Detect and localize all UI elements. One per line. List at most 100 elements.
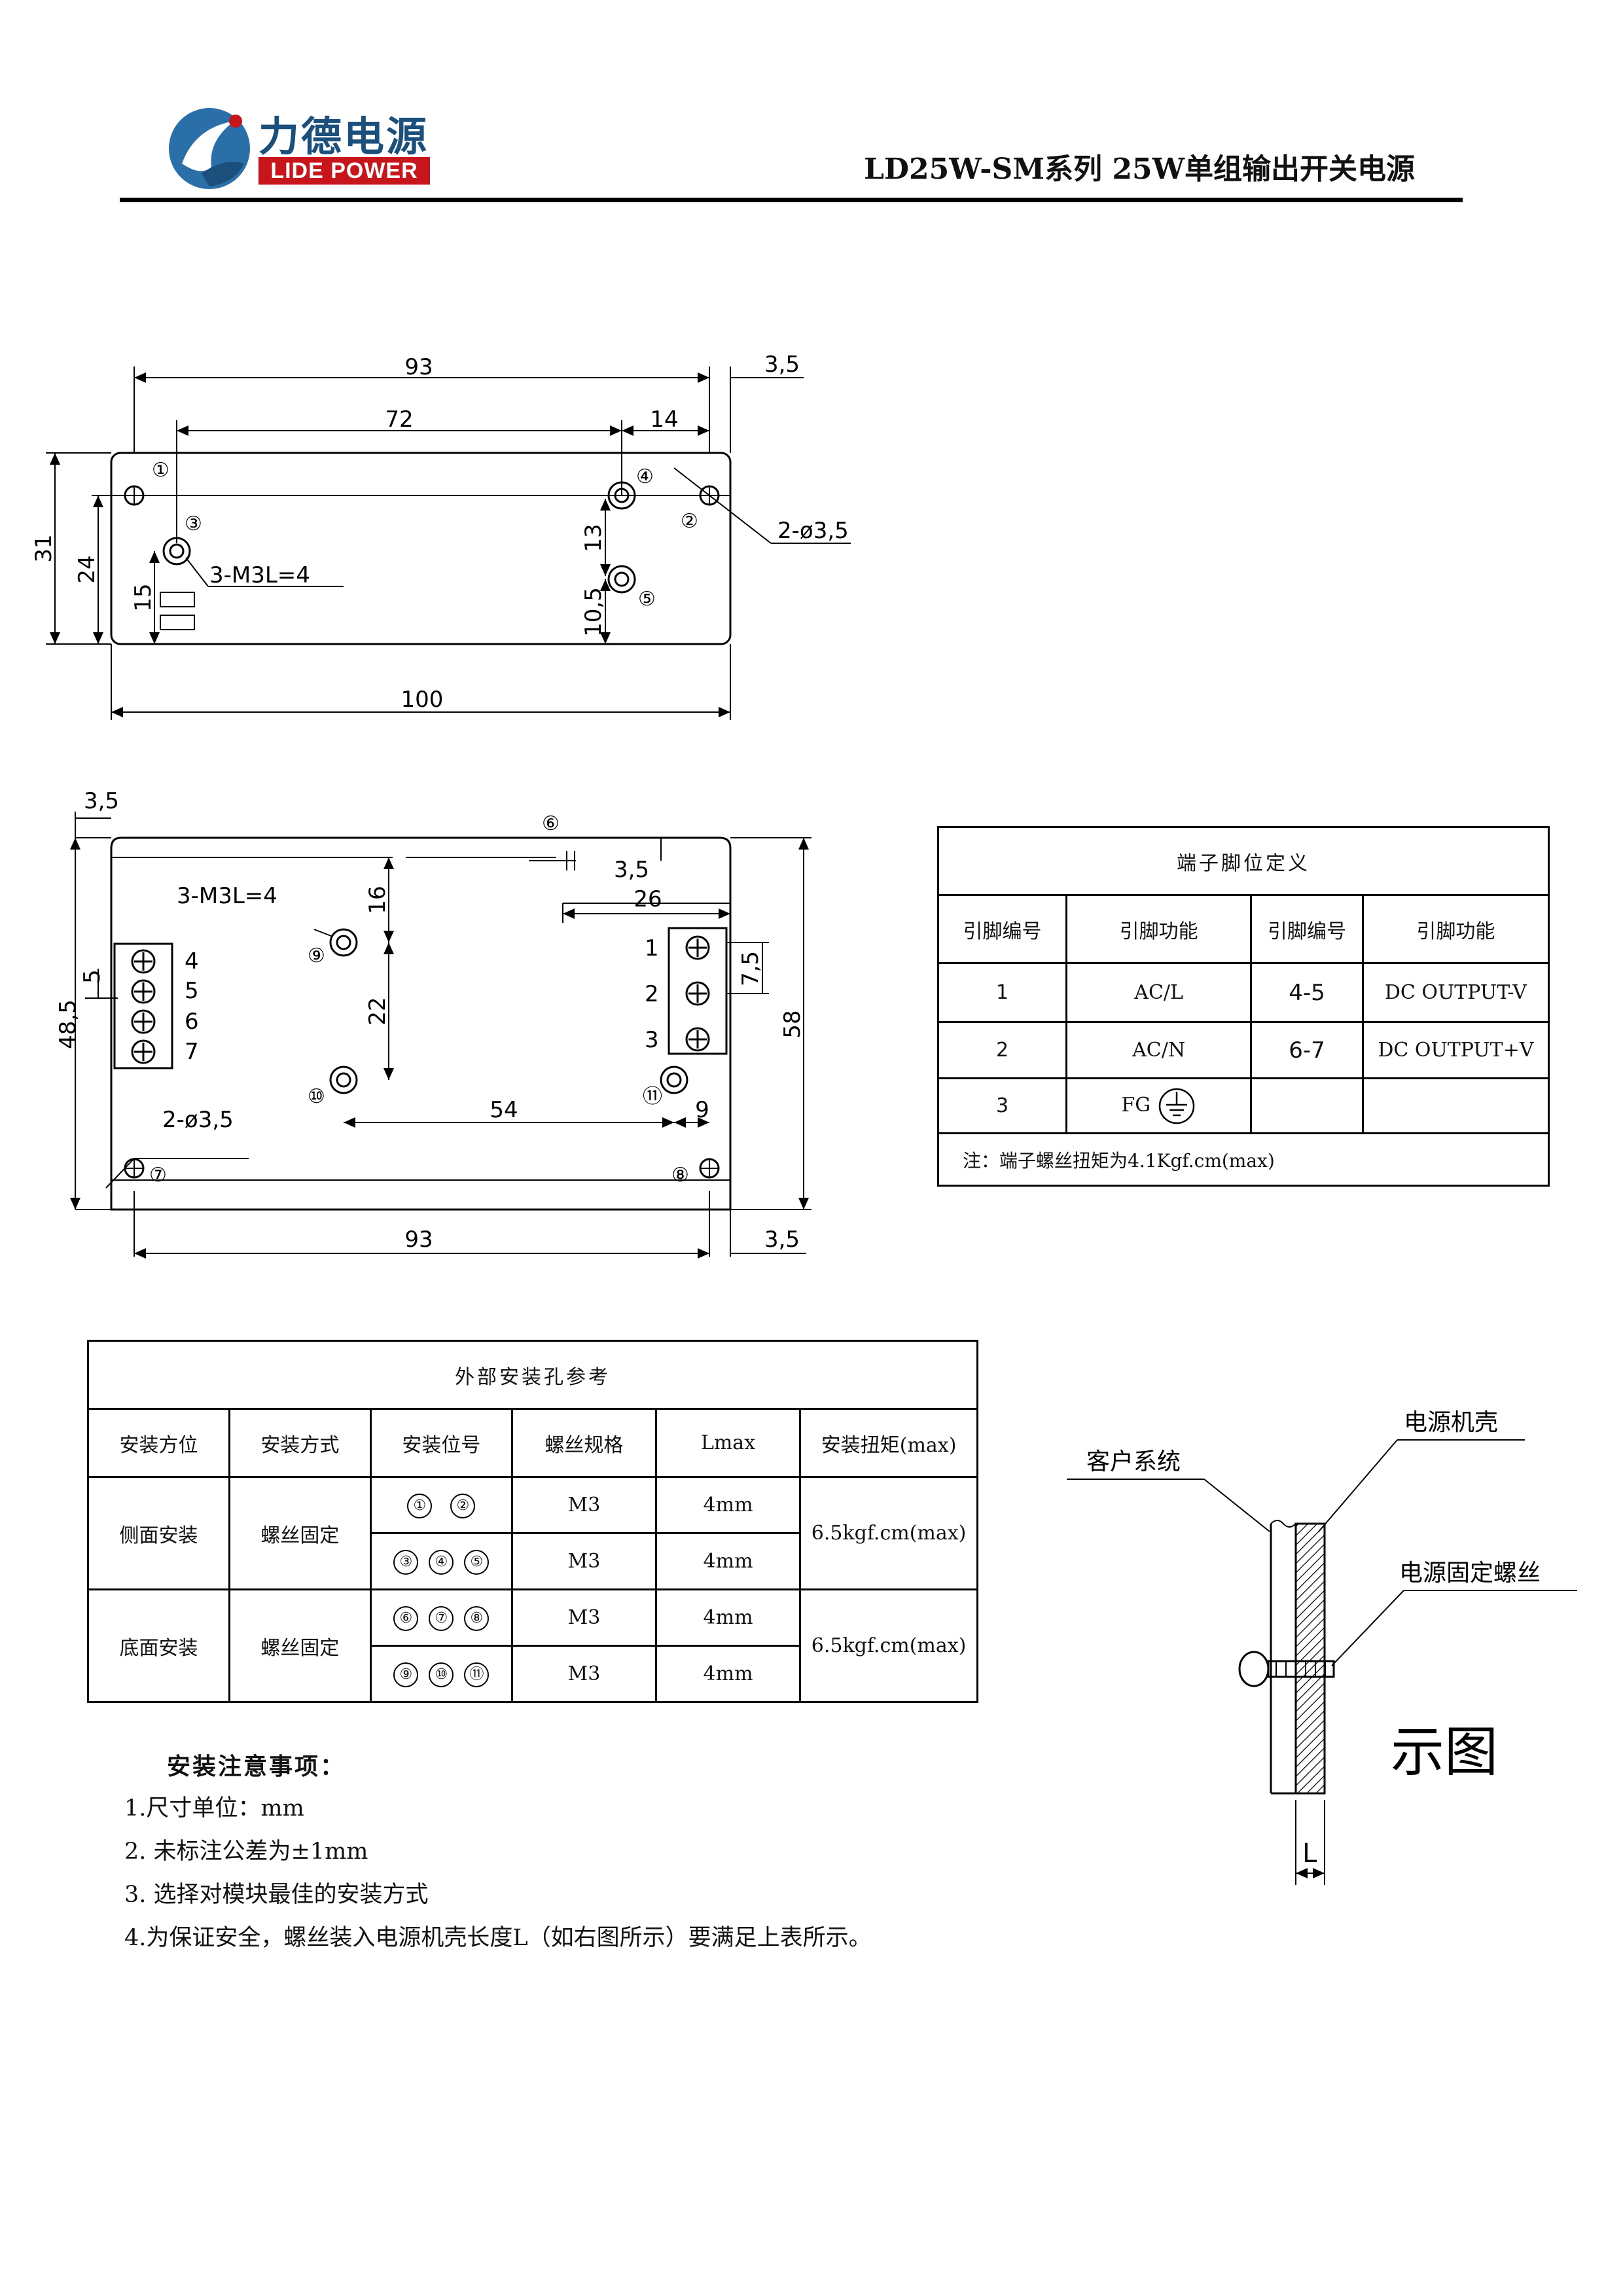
notes-title: 安装注意事项： xyxy=(167,1753,346,1780)
mount-header-lmax: Lmax xyxy=(654,1408,802,1478)
mount-lmax: 4mm xyxy=(654,1476,802,1534)
hole-marker: ② xyxy=(450,1493,476,1518)
power-case-label: 电源机壳 xyxy=(1404,1409,1498,1436)
mount-header-torque: 安装扭矩(max) xyxy=(799,1408,978,1478)
marker-5: ⑤ xyxy=(638,588,656,611)
hole-marker: ⑨ xyxy=(393,1662,419,1687)
terminal-pin-3: 3 xyxy=(645,1027,659,1053)
mounting-hole-table: 外部安装孔参考 安装方位 安装方式 安装位号 螺丝规格 Lmax 安装扭矩(ma… xyxy=(87,1340,978,1703)
dim-100: 100 xyxy=(401,687,444,713)
dim-58: 58 xyxy=(779,1010,806,1038)
pin-cell xyxy=(1361,1077,1550,1134)
note-item: 1.尺寸单位：mm xyxy=(124,1795,304,1821)
pin-cell-fg: FG xyxy=(1065,1077,1253,1134)
dim-26: 26 xyxy=(633,886,662,912)
pin-table-caption: 端子脚位定义 xyxy=(937,826,1550,896)
dim-16: 16 xyxy=(365,886,391,914)
mount-screw: M3 xyxy=(510,1532,657,1590)
m3-label: 3-M3L=4 xyxy=(209,562,310,588)
mount-torque: 6.5kgf.cm(max) xyxy=(799,1588,978,1703)
hole-label-bottom: 2-ø3,5 xyxy=(162,1107,234,1133)
dim-7-5: 7,5 xyxy=(738,951,764,986)
pin-header-func-2: 引脚功能 xyxy=(1361,894,1550,964)
diagram-caption: 示图 xyxy=(1391,1721,1498,1784)
mount-method: 螺丝固定 xyxy=(228,1476,372,1590)
pin-header-no-2: 引脚编号 xyxy=(1250,894,1364,964)
fixing-screw-label: 电源固定螺丝 xyxy=(1399,1560,1541,1587)
marker-1: ① xyxy=(152,459,169,482)
marker-11: ⑪ xyxy=(643,1085,662,1108)
dim-48-5: 48,5 xyxy=(55,999,81,1049)
pin-cell: AC/L xyxy=(1065,962,1253,1023)
terminal-pin-2: 2 xyxy=(645,981,659,1007)
hole-marker: ⑥ xyxy=(393,1605,419,1631)
mount-header-position: 安装方位 xyxy=(87,1408,230,1478)
marker-2: ② xyxy=(681,510,698,533)
marker-3: ③ xyxy=(185,512,202,535)
pin-cell: 3 xyxy=(937,1077,1067,1134)
mount-screw: M3 xyxy=(510,1645,657,1703)
marker-7: ⑦ xyxy=(149,1164,167,1187)
pin-cell xyxy=(1250,1077,1364,1134)
top-view-drawing: 93 3,5 72 14 100 31 24 15 13 10,5 3-M3L=… xyxy=(31,351,851,720)
terminal-pin-5: 5 xyxy=(185,978,199,1004)
pin-cell: 1 xyxy=(937,962,1067,1023)
pin-table-note: 注：端子螺丝扭矩为4.1Kgf.cm(max) xyxy=(937,1132,1550,1187)
dim-24: 24 xyxy=(74,555,100,583)
terminal-pin-1: 1 xyxy=(645,935,659,961)
header-rule xyxy=(120,198,1463,202)
marker-4: ④ xyxy=(636,465,654,488)
document-title: LD25W-SM系列 25W单组输出开关电源 xyxy=(863,152,1415,186)
dim-5: 5 xyxy=(79,969,105,984)
hole-marker: ⑤ xyxy=(464,1549,490,1575)
mount-position: 底面安装 xyxy=(87,1588,230,1703)
logo-chinese-name: 力德电源 xyxy=(259,113,429,160)
note-item: 3. 选择对模块最佳的安装方式 xyxy=(124,1882,429,1908)
pin-cell: 6-7 xyxy=(1250,1021,1364,1079)
company-logo xyxy=(162,101,437,193)
mount-header-screw: 螺丝规格 xyxy=(510,1408,657,1478)
mount-header-holes: 安装位号 xyxy=(369,1408,513,1478)
terminal-pin-7: 7 xyxy=(185,1039,199,1065)
dim-3-5-right: 3,5 xyxy=(764,1227,800,1253)
marker-8: ⑧ xyxy=(671,1164,689,1187)
dim-3-5-left: 3,5 xyxy=(84,788,119,814)
note-item: 2. 未标注公差为±1mm xyxy=(124,1839,368,1865)
marker-9: ⑨ xyxy=(308,944,325,967)
mount-torque: 6.5kgf.cm(max) xyxy=(799,1476,978,1590)
dim-31: 31 xyxy=(31,534,57,562)
dim-54: 54 xyxy=(490,1097,518,1123)
terminal-pin-6: 6 xyxy=(185,1009,199,1035)
length-l-label: L xyxy=(1302,1839,1317,1869)
pin-cell: 2 xyxy=(937,1021,1067,1079)
hole-marker: ⑦ xyxy=(429,1605,454,1631)
ground-icon xyxy=(1158,1088,1195,1124)
dim-3-5-mid: 3,5 xyxy=(614,857,649,883)
note-item: 4.为保证安全，螺丝装入电源机壳长度L（如右图所示）要满足上表所示。 xyxy=(124,1925,872,1951)
pin-header-no-1: 引脚编号 xyxy=(937,894,1067,964)
mount-header-method: 安装方式 xyxy=(228,1408,372,1478)
hole-marker: ④ xyxy=(429,1549,454,1575)
dim-72: 72 xyxy=(385,406,413,433)
mount-lmax: 4mm xyxy=(654,1532,802,1590)
mount-method: 螺丝固定 xyxy=(228,1588,372,1703)
dim-10-5: 10,5 xyxy=(580,587,607,637)
notes-list: 1.尺寸单位：mm 2. 未标注公差为±1mm 3. 选择对模块最佳的安装方式 … xyxy=(124,1787,872,1960)
mount-lmax: 4mm xyxy=(654,1588,802,1647)
pin-cell: DC OUTPUT-V xyxy=(1361,962,1550,1023)
dim-15: 15 xyxy=(130,583,156,611)
fg-label: FG xyxy=(1121,1093,1151,1117)
dim-93-bottom: 93 xyxy=(404,1227,433,1253)
hole-label: 2-ø3,5 xyxy=(777,518,849,544)
pin-cell: AC/N xyxy=(1065,1021,1253,1079)
dim-93: 93 xyxy=(404,354,433,380)
terminal-pin-4: 4 xyxy=(185,948,199,975)
customer-system-label: 客户系统 xyxy=(1086,1448,1181,1475)
hole-marker: ① xyxy=(407,1493,433,1518)
pin-cell: DC OUTPUT+V xyxy=(1361,1021,1550,1079)
dim-3-5: 3,5 xyxy=(764,351,800,378)
marker-6: ⑥ xyxy=(542,812,560,835)
hole-marker: ③ xyxy=(393,1549,419,1575)
